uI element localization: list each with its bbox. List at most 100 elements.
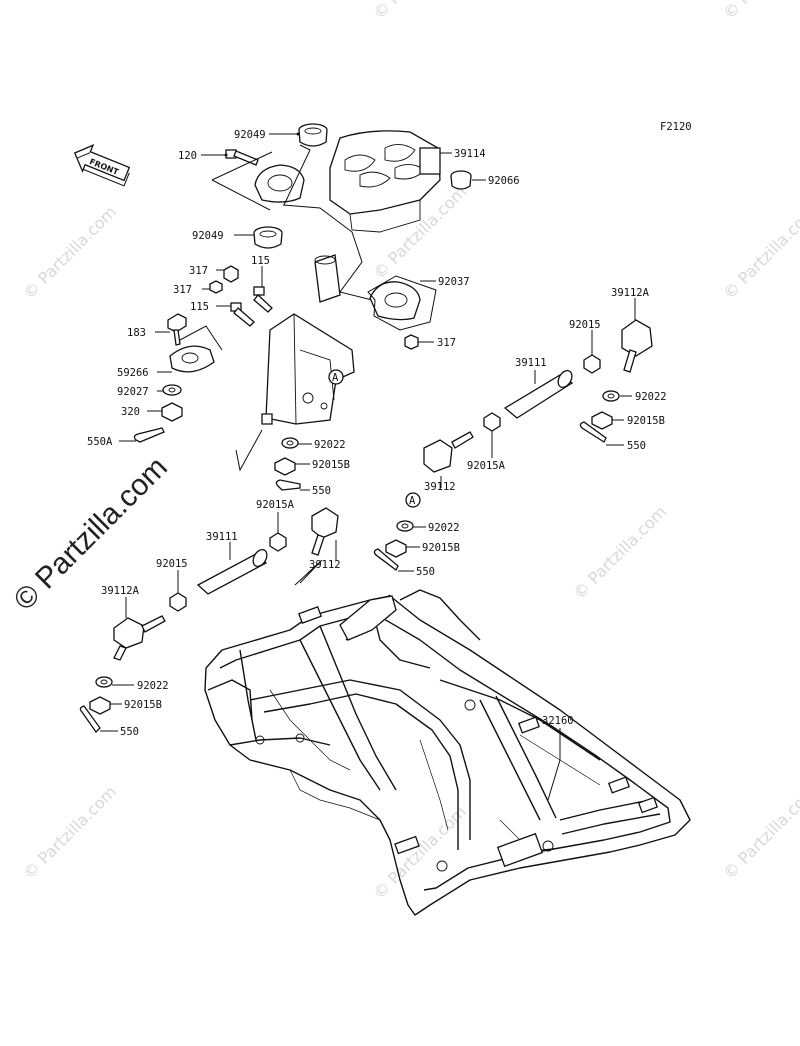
watermark-large: © Partzilla.com [8, 451, 174, 617]
cotter-pin-550A [133, 427, 165, 443]
label-550-right: 550 [627, 440, 646, 452]
watermark-text: © Partzilla.com [369, 0, 470, 23]
watermark-text: © Partzilla.com [19, 782, 120, 883]
label-92015A-right: 92015A [467, 460, 506, 472]
watermark-text: © Partzilla.com [719, 782, 800, 883]
label-39112-right: 39112 [424, 481, 456, 493]
ref-mark-a-1-text: A [332, 372, 339, 384]
label-92049-top: 92049 [234, 129, 266, 141]
label-550-left: 550 [120, 726, 139, 738]
cotter-pin-550-right [579, 421, 607, 443]
label-39114: 39114 [454, 148, 486, 160]
nut-92015-right [583, 354, 601, 374]
label-317-a: 317 [189, 265, 208, 277]
label-92015B-right: 92015B [627, 415, 665, 427]
label-92015-left: 92015 [156, 558, 188, 570]
watermark-text: © Partzilla.com [19, 202, 120, 303]
label-92066: 92066 [488, 175, 520, 187]
watermark-text: © Partzilla.com [569, 502, 670, 603]
washer-92027 [162, 384, 182, 396]
label-39112A-left: 39112A [101, 585, 140, 597]
label-32160: 32160 [542, 715, 574, 727]
watermark-text: © Partzilla.com [719, 0, 800, 23]
diagram-code: F2120 [660, 121, 692, 133]
part-labels: 120 92049 39114 92066 92049 115 317 317 … [87, 129, 667, 738]
nut-92015B-right [591, 411, 613, 430]
label-92015B-center: 92015B [422, 542, 460, 554]
bushing-92049-top [298, 123, 328, 147]
label-92015B-mid: 92015B [312, 459, 350, 471]
cotter-pin-550-center [373, 548, 399, 571]
label-92015B-left: 92015B [124, 699, 162, 711]
leader-lines [100, 132, 636, 801]
nut-92015B-left [89, 696, 111, 715]
label-120: 120 [178, 150, 197, 162]
washer-92022-center [396, 520, 414, 532]
cotter-pin-550-mid [275, 479, 301, 491]
label-550-mid: 550 [312, 485, 331, 497]
label-92037: 92037 [438, 276, 470, 288]
label-92049-lower: 92049 [192, 230, 224, 242]
label-92022-center: 92022 [428, 522, 460, 534]
bolt-183 [167, 313, 187, 346]
nut-320 [161, 402, 183, 422]
bolt-115-b [230, 302, 255, 327]
bushing-92049-lower [253, 226, 283, 249]
label-317-c: 317 [437, 337, 456, 349]
label-39112-left: 39112 [309, 559, 341, 571]
front-arrow-icon: FRONT [73, 144, 131, 187]
tie-rod-end-39112-left [311, 507, 339, 556]
nut-92015A-left [269, 532, 287, 552]
tie-rod-end-39112A-right [621, 319, 653, 373]
label-92022-mid: 92022 [314, 439, 346, 451]
nut-92015B-mid [274, 457, 296, 476]
bearing-59266 [169, 345, 215, 373]
watermark-text: © Partzilla.com [369, 802, 470, 903]
frame-32160 [204, 589, 691, 916]
label-92015A-left: 92015A [256, 499, 295, 511]
ref-mark-a-2 [405, 492, 421, 508]
steering-bracket [261, 313, 355, 425]
label-550A: 550A [87, 436, 113, 448]
nut-317-b [209, 280, 223, 294]
label-115-b: 115 [190, 301, 209, 313]
label-115-a: 115 [251, 255, 270, 267]
tie-rod-end-39112A-left [113, 615, 166, 661]
label-320: 320 [121, 406, 140, 418]
label-39112A-right: 39112A [611, 287, 650, 299]
label-317-b: 317 [173, 284, 192, 296]
washer-92022-mid [281, 437, 299, 449]
label-92015-right: 92015 [569, 319, 601, 331]
nut-92015B-center [385, 539, 407, 558]
handlebar-holder-39114 [329, 130, 441, 233]
watermark-text: © Partzilla.com [719, 202, 800, 303]
label-92022-left: 92022 [137, 680, 169, 692]
tie-rod-39111-left [196, 548, 268, 595]
label-92027: 92027 [117, 386, 149, 398]
bolt-120 [225, 149, 259, 166]
ref-mark-a-2-text: A [409, 495, 416, 507]
clamp-92037 [369, 281, 421, 321]
cotter-pin-550-left [79, 705, 101, 734]
washer-92022-left [95, 676, 113, 688]
label-92022-right: 92022 [635, 391, 667, 403]
tie-rod-end-39112-right [423, 431, 474, 473]
ref-mark-a-1 [328, 369, 344, 385]
nut-317-right [404, 334, 419, 350]
cap-92066 [450, 170, 472, 190]
label-183: 183 [127, 327, 146, 339]
nut-92015-left [169, 592, 187, 612]
label-39111-left: 39111 [206, 531, 238, 543]
bolt-115-a [253, 286, 273, 313]
clamp-lower [254, 164, 305, 203]
label-59266: 59266 [117, 367, 149, 379]
label-550-center: 550 [416, 566, 435, 578]
nut-317-a [223, 265, 239, 283]
label-39111-right: 39111 [515, 357, 547, 369]
ref-mark-a-3-text: A [0, 0, 7, 3]
steering-sleeve [314, 254, 341, 303]
nut-92015A-right [483, 412, 501, 432]
tie-rod-39111-right [503, 369, 574, 419]
washer-92022-right [602, 390, 620, 402]
